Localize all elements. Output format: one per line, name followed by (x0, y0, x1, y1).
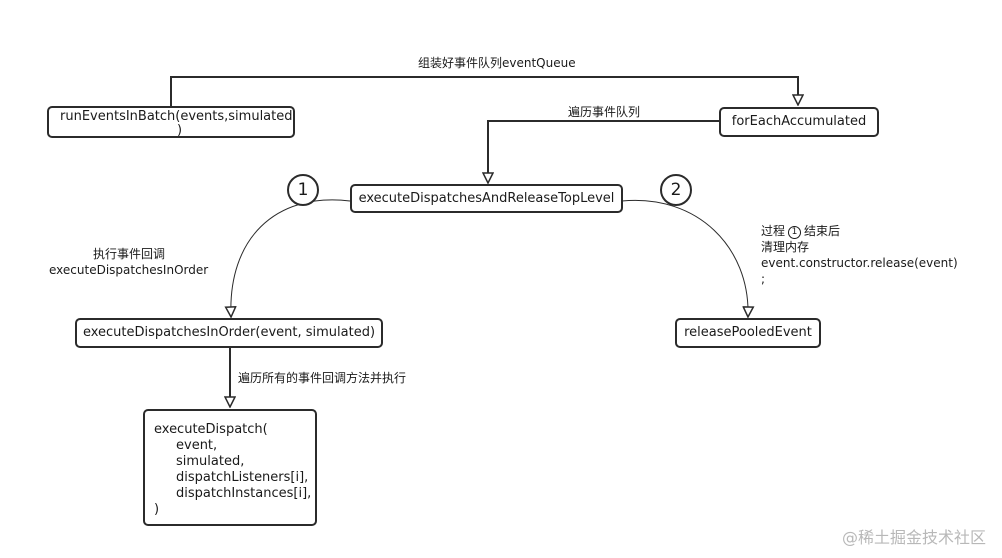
execute-dispatch-arg-simulated: simulated, (176, 454, 245, 469)
edge-run-callbacks (231, 199, 351, 316)
release-pooled-event-node: releasePooledEvent (675, 318, 821, 348)
execute-dispatch-arg-event: event, (176, 438, 218, 453)
release-note-line-2: 清理内存 (761, 240, 810, 254)
execute-dispatch-close: ) (154, 502, 160, 517)
execute-dispatches-in-order-label: executeDispatchesInOrder(event, simulate… (82, 325, 376, 340)
edge-traverse-queue (488, 120, 719, 182)
for-each-accumulated-node: forEachAccumulated (719, 107, 879, 137)
run-events-in-batch-node: runEventsInBatch(events,simulated ) (47, 106, 295, 138)
release-note-line-4: ; (761, 272, 766, 286)
traverse-queue-label: 遍历事件队列 (568, 105, 641, 119)
execute-dispatches-and-release-top-level-label: executeDispatchesAndReleaseTopLevel (358, 190, 615, 206)
execute-dispatches-in-order-node: executeDispatchesInOrder(event, simulate… (75, 318, 383, 348)
step-badge-1: 1 (287, 174, 319, 206)
edge-assemble-queue (170, 76, 798, 106)
step-badge-2-number: 2 (670, 180, 682, 200)
circled-1-icon: 1 (788, 226, 802, 239)
assemble-queue-label: 组装好事件队列eventQueue (418, 56, 576, 70)
run-callbacks-label-cn: 执行事件回调 (93, 247, 166, 261)
run-events-in-batch-label-end: ) (177, 123, 183, 138)
execute-dispatch-node: executeDispatch( event, simulated, dispa… (143, 409, 317, 526)
traverse-all-callbacks-label: 遍历所有的事件回调方法并执行 (238, 371, 407, 385)
execute-dispatch-arg-listeners: dispatchListeners[i], (176, 470, 309, 485)
watermark: @稀土掘金技术社区 (841, 528, 986, 547)
edge-release-memory (621, 199, 748, 316)
execute-dispatch-call: executeDispatch( (154, 422, 268, 437)
run-callbacks-label: 执行事件回调 executeDispatchesInOrder (49, 246, 208, 278)
step-badge-2: 2 (660, 174, 692, 206)
execute-dispatch-arg-instances: dispatchInstances[i], (176, 486, 312, 501)
run-events-in-batch-label: runEventsInBatch(events,simulated (60, 109, 293, 124)
run-callbacks-label-fn: executeDispatchesInOrder (49, 263, 209, 277)
for-each-accumulated-label: forEachAccumulated (731, 114, 867, 129)
release-note-line-3: event.constructor.release(event) (761, 256, 958, 270)
release-pooled-event-label: releasePooledEvent (684, 325, 812, 340)
execute-dispatches-and-release-top-level-node: executeDispatchesAndReleaseTopLevel (350, 184, 623, 213)
step-badge-1-number: 1 (297, 180, 309, 200)
